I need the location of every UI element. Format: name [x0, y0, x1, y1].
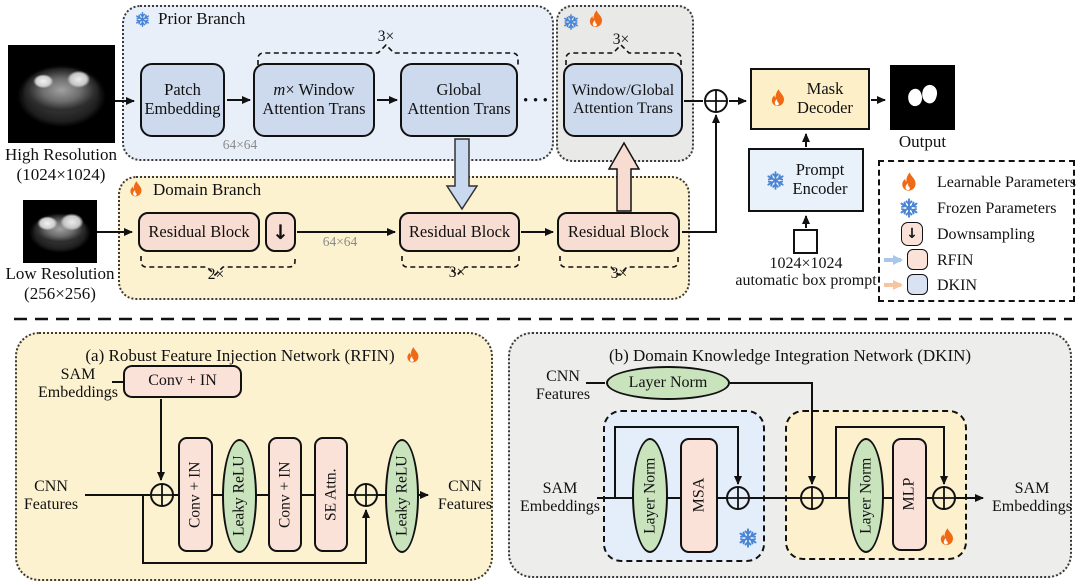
output-mask-image — [890, 65, 955, 130]
flame-icon — [767, 86, 789, 112]
prompt-encoder-block: Prompt Encoder — [748, 148, 864, 212]
rfin-leaky-relu-1-block: Leaky ReLU — [222, 439, 257, 553]
mask-blob — [919, 82, 940, 106]
residual-repeat-last: 3× — [610, 265, 628, 282]
dkin-title-row: (b) Domain Knowledge Integration Network… — [508, 346, 1072, 366]
flame-icon — [126, 178, 146, 202]
dkin-sam-embeddings-in-label: SAM Embeddings — [520, 480, 600, 516]
downsample-arrow-glyph: ↓ — [272, 219, 289, 244]
patch-embedding-block: Patch Embedding — [140, 63, 225, 137]
legend-label-downsampling: Downsampling — [937, 226, 1035, 243]
rfin-leaky-relu-2-block: Leaky ReLU — [385, 439, 419, 553]
dkin-msa-block: MSA — [680, 438, 718, 553]
mask-blob — [906, 87, 924, 108]
output-label: Output — [898, 132, 947, 151]
global-attention-block: Global Attention Trans — [400, 63, 518, 137]
legend-label-learnable: Learnable Parameters — [937, 174, 1077, 191]
window-global-attention-block: Window/Global Attention Trans — [563, 63, 683, 137]
high-res-label: High Resolution (1024×1024) — [5, 145, 117, 184]
legend-label-frozen: Frozen Parameters — [937, 200, 1057, 217]
snowflake-icon — [765, 170, 786, 191]
rfin-sam-embeddings-label: SAM Embeddings — [38, 366, 118, 402]
residual-block-1: Residual Block — [138, 212, 260, 252]
snowflake-icon — [898, 197, 920, 219]
rfin-cnn-features-in-label: CNN Features — [23, 478, 79, 514]
low-res-input-image — [23, 200, 97, 263]
dkin-cnn-features-label: CNN Features — [535, 368, 591, 404]
window-attention-block: m× Window Attention Trans — [253, 63, 375, 137]
downsample-block: ↓ — [265, 212, 296, 252]
dkin-module-icon — [907, 274, 928, 295]
legend-label-dkin: DKIN — [937, 277, 977, 294]
dkin-sam-embeddings-out-label: SAM Embeddings — [992, 480, 1072, 516]
domain-branch-header: Domain Branch — [126, 178, 261, 202]
rfin-module-icon — [907, 249, 928, 270]
downsample-icon: ↓ — [901, 222, 923, 246]
dkin-title: (b) Domain Knowledge Integration Network… — [608, 346, 972, 365]
dkin-layer-norm-msa-block: Layer Norm — [632, 438, 668, 553]
window-attention-label: m× Window Attention Trans — [262, 80, 366, 118]
snowflake-icon — [134, 11, 151, 28]
rfin-title-row: (a) Robust Feature Injection Network (RF… — [15, 344, 493, 368]
flame-icon — [936, 525, 958, 551]
rfin-title: (a) Robust Feature Injection Network (RF… — [85, 346, 395, 365]
mask-decoder-label: Mask Decoder — [797, 79, 853, 117]
residual-repeat-first: 2× — [207, 266, 225, 283]
residual-repeat-mid: 3× — [448, 264, 466, 281]
residual-block-3: Residual Block — [557, 212, 680, 252]
prior-branch-header: Prior Branch — [134, 9, 245, 29]
legend-downsample-glyph: ↓ — [906, 226, 918, 242]
dkin-layer-norm-mlp-block: Layer Norm — [848, 438, 884, 553]
rfin-conv-in-top-block: Conv + IN — [123, 365, 242, 398]
box-prompt-size-label: 1024×1024 — [769, 255, 843, 272]
mask-decoder-block: Mask Decoder — [750, 68, 870, 130]
flame-icon — [403, 344, 423, 368]
residual-block-2: Residual Block — [399, 212, 520, 252]
embedding-size-label: 64×64 — [222, 137, 258, 152]
prompt-encoder-label: Prompt Encoder — [792, 160, 848, 198]
legend-label-rfin: RFIN — [937, 252, 974, 269]
low-res-label: Low Resolution (256×256) — [5, 264, 115, 303]
dkin-layer-norm-top-block: Layer Norm — [606, 366, 730, 400]
flame-icon — [897, 169, 921, 197]
dkin-mlp-block: MLP — [892, 438, 927, 551]
snowflake-icon — [562, 13, 580, 31]
domain-feature-size-label: 64×64 — [322, 234, 358, 249]
adapted-repeat-label: 3× — [612, 31, 630, 48]
box-prompt-desc-label: automatic box prompt — [735, 272, 877, 289]
rfin-cnn-features-out-label: CNN Features — [437, 478, 493, 514]
prior-repeat-label: 3× — [377, 28, 395, 45]
domain-branch-title: Domain Branch — [153, 180, 262, 199]
ellipsis-dots: • • • — [523, 92, 549, 107]
snowflake-icon — [737, 527, 759, 549]
flame-icon — [585, 7, 607, 33]
box-prompt-square — [793, 229, 818, 254]
rfin-conv-in-2-block: Conv + IN — [268, 437, 302, 552]
high-res-input-image — [8, 45, 115, 143]
rfin-se-attn-block: SE Attn. — [314, 437, 348, 552]
prior-branch-title: Prior Branch — [158, 9, 246, 28]
rfin-conv-in-1-block: Conv + IN — [178, 437, 213, 552]
